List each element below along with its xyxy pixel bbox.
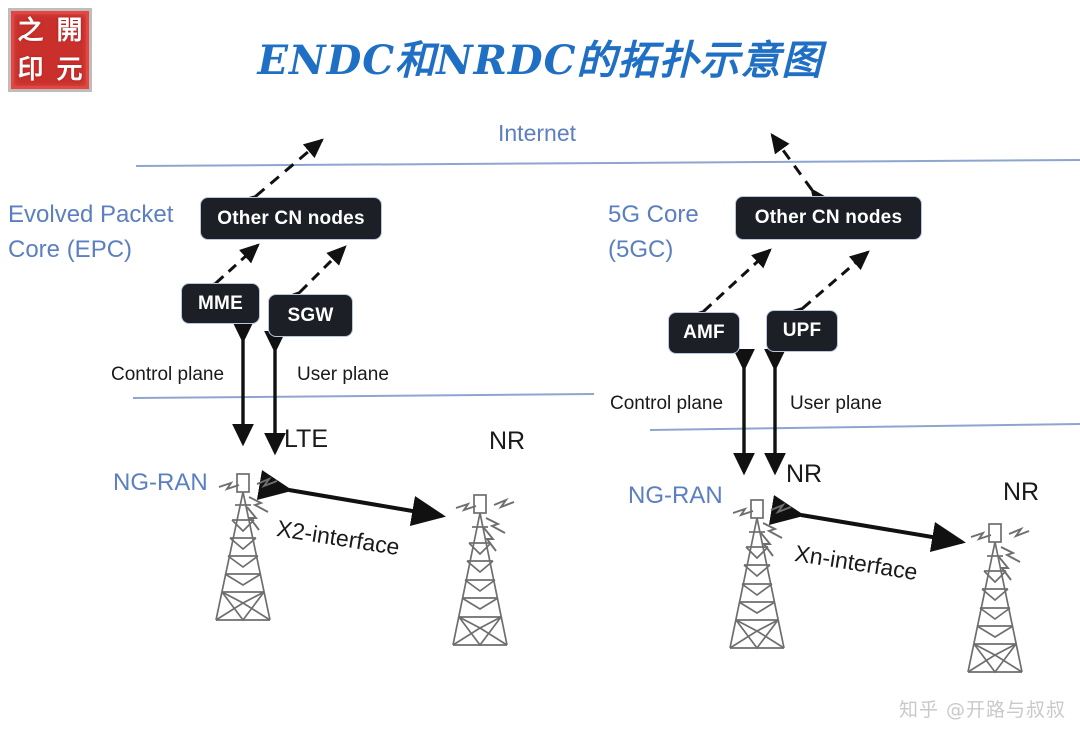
node-mme[interactable]: MME [181, 283, 260, 324]
x2-interface-label: X2-interface [274, 515, 402, 561]
node-amf[interactable]: AMF [668, 312, 740, 354]
epc-core-label-line2: Core (EPC) [8, 236, 133, 263]
lte-label: LTE [284, 425, 328, 453]
right-nr-label-secondary: NR [1003, 478, 1040, 506]
seal-char-2: 開 [56, 15, 83, 46]
5gc-core-label-line2: (5GC) [608, 236, 674, 263]
node-other-cn-nodes-left[interactable]: Other CN nodes [200, 197, 382, 240]
tower-nr-secondary-right [967, 523, 1030, 674]
x2-interface-arrow [256, 469, 446, 526]
left-user-plane-label: User plane [297, 364, 389, 385]
right-internet-link-arrow [770, 133, 830, 210]
right-ng-ran-label: NG-RAN [628, 482, 723, 509]
node-upf[interactable]: UPF [766, 310, 838, 352]
xn-interface-label: Xn-interface [792, 540, 920, 586]
internet-divider-line [135, 159, 1080, 167]
left-cn-mme-arrow [197, 243, 260, 302]
seal-char-1: 之 [17, 15, 44, 46]
left-control-plane-label: Control plane [111, 364, 225, 385]
tower-nr-master [729, 499, 792, 650]
seal-char-4: 元 [56, 54, 83, 85]
internet-label: Internet [498, 120, 576, 146]
page-title: ENDC和NRDC的拓扑示意图 [257, 37, 823, 84]
left-cn-sgw-arrow [281, 245, 347, 311]
node-sgw[interactable]: SGW [268, 294, 353, 337]
5gc-core-label-line1: 5G Core [608, 201, 699, 228]
epc-core-label-line1: Evolved Packet [8, 201, 174, 228]
seal-logo: 之 開 印 元 [8, 8, 92, 92]
xn-interface-arrow [768, 495, 966, 553]
seal-char-3: 印 [17, 54, 44, 85]
right-nr-label-master: NR [786, 460, 823, 488]
right-cn-amf-arrow [685, 248, 772, 330]
right-ran-divider-line [649, 423, 1080, 431]
tower-lte-master [215, 473, 278, 622]
right-cn-upf-arrow [783, 250, 870, 327]
right-user-plane-label: User plane [790, 393, 882, 414]
left-internet-link-arrow [236, 138, 324, 215]
left-ng-ran-label: NG-RAN [113, 469, 208, 496]
node-other-cn-nodes-right[interactable]: Other CN nodes [735, 196, 922, 240]
tower-nr-secondary-left [452, 494, 515, 647]
left-ran-divider-line [132, 393, 595, 399]
watermark: 知乎 @开路与叔叔 [898, 699, 1066, 721]
right-control-plane-label: Control plane [610, 393, 724, 414]
left-nr-label: NR [489, 427, 526, 455]
